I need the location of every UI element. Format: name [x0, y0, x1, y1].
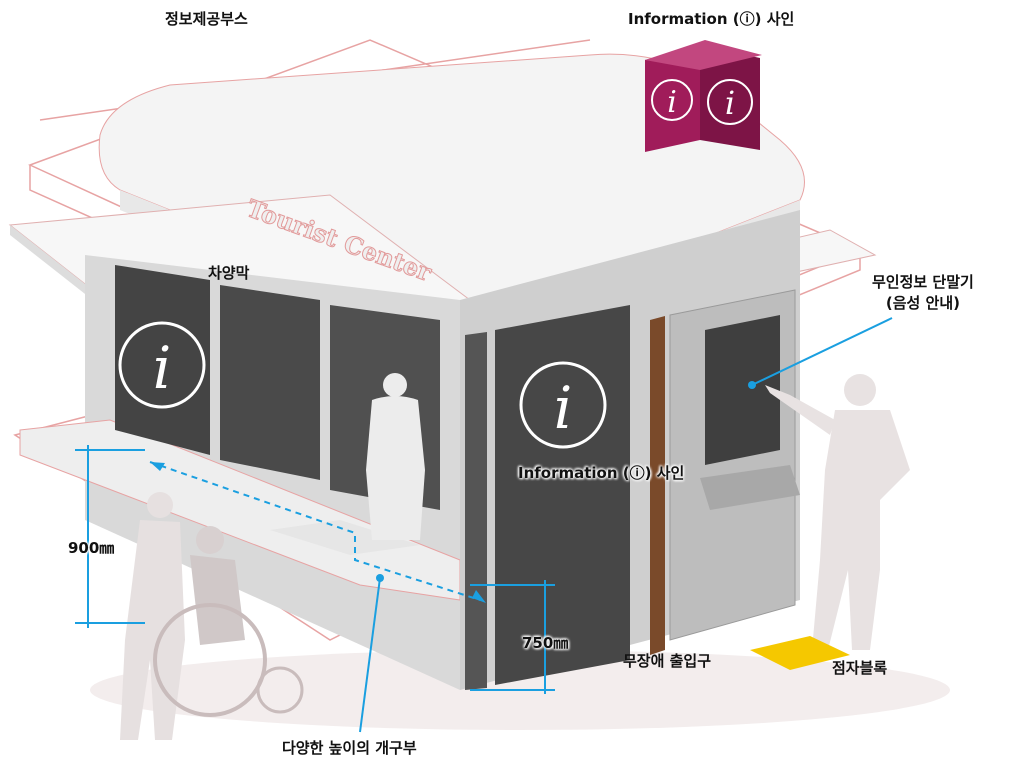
info-cube: [645, 40, 762, 152]
panel-info-glyph: i: [554, 374, 573, 442]
label-info-sign-wall: Information (ⓘ) 사인: [518, 462, 684, 483]
label-tactile-block: 점자블록: [832, 657, 887, 678]
window-left-2: [220, 285, 320, 480]
side-glass-strip: [465, 332, 487, 690]
cube-info-glyph-1: i: [667, 85, 677, 120]
label-kiosk: 무인정보 단말기 (음성 안내): [872, 272, 974, 314]
label-kiosk-line-1: 무인정보 단말기: [872, 272, 974, 293]
label-booth: 정보제공부스: [165, 8, 248, 29]
label-barrier-free-entrance: 무장애 출입구: [623, 650, 711, 671]
door-frame: [650, 316, 665, 655]
label-kiosk-line-2: (음성 안내): [872, 293, 974, 314]
label-height-750: 750㎜: [522, 632, 568, 653]
window-info-glyph: i: [153, 334, 172, 402]
label-openings: 다양한 높이의 개구부: [282, 737, 417, 758]
cube-info-glyph-2: i: [725, 84, 735, 122]
label-info-sign-top: Information (ⓘ) 사인: [628, 8, 794, 29]
label-awning: 차양막: [208, 262, 249, 283]
label-height-900: 900㎜: [68, 537, 114, 558]
